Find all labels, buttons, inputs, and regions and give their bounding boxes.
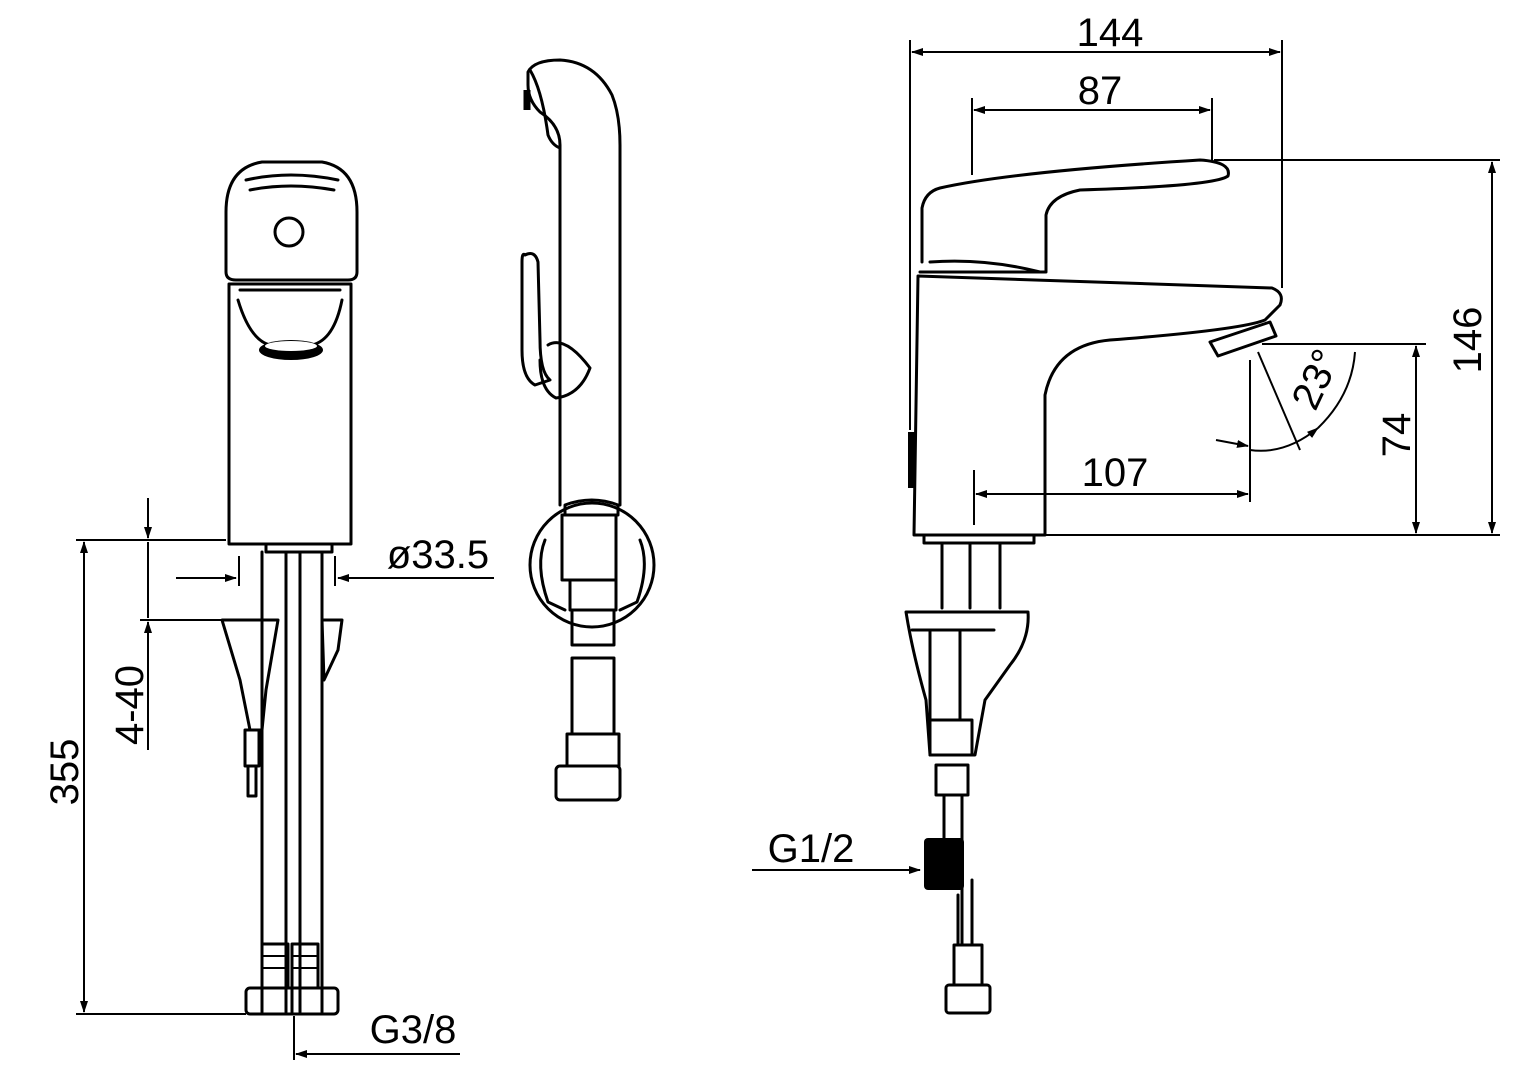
dim-hose-length: 355 bbox=[43, 739, 87, 806]
side-hose-nut bbox=[554, 764, 622, 802]
front-dimensions: 355 4-40 ø33.5 G3/8 bbox=[43, 498, 494, 1060]
profile-mounting-bracket bbox=[904, 610, 1030, 757]
dim-height-total: 146 bbox=[1446, 307, 1490, 374]
dim-thread-outlet: G1/2 bbox=[768, 827, 855, 871]
front-hose-nut-left bbox=[260, 942, 290, 990]
dim-reach: 107 bbox=[1082, 451, 1149, 495]
profile-hose-nut bbox=[944, 983, 992, 1015]
dim-angle: 23° bbox=[1283, 343, 1348, 416]
front-mounting-bracket bbox=[220, 618, 280, 732]
front-view bbox=[220, 160, 359, 1016]
side-lever-hook bbox=[520, 252, 552, 387]
side-view bbox=[520, 58, 656, 802]
dim-width-handle: 87 bbox=[1078, 69, 1123, 113]
front-handle bbox=[224, 160, 359, 282]
profile-aerator bbox=[1208, 320, 1278, 358]
profile-lever bbox=[918, 158, 1230, 274]
profile-outlet-nut bbox=[924, 838, 964, 890]
front-handle-button bbox=[273, 216, 305, 248]
dim-height-spout: 74 bbox=[1375, 413, 1419, 458]
profile-view bbox=[904, 158, 1283, 1015]
front-hose-nut-right bbox=[290, 942, 320, 990]
dim-counter-thickness: 4-40 bbox=[108, 665, 152, 745]
side-handle-lever bbox=[526, 58, 622, 507]
dim-thread-inlet: G3/8 bbox=[370, 1008, 457, 1052]
profile-body bbox=[912, 274, 1283, 537]
side-mounting-ring bbox=[528, 501, 656, 629]
dim-hole-diameter: ø33.5 bbox=[387, 533, 489, 577]
dim-width-total: 144 bbox=[1077, 11, 1144, 55]
profile-dimensions: 144 87 146 74 107 23° G1/2 bbox=[752, 11, 1500, 874]
